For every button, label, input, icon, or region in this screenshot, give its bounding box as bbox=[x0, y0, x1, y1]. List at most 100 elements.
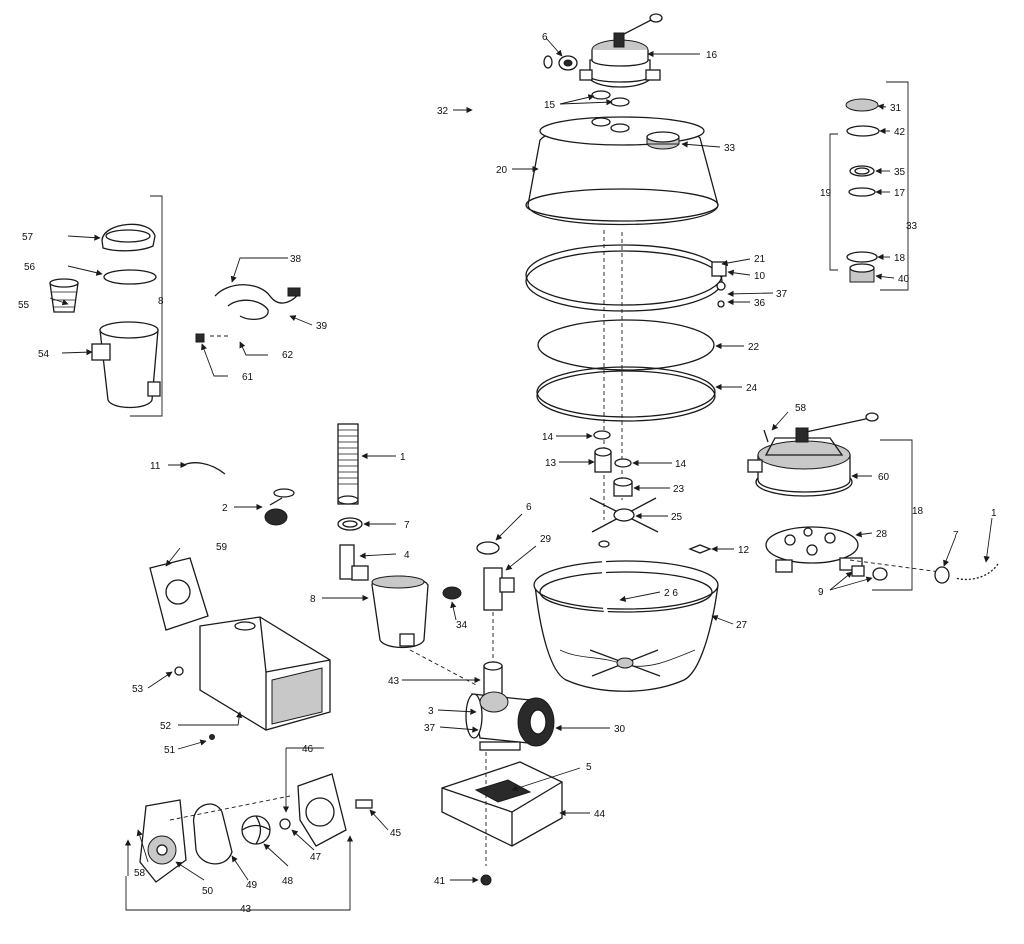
clamp-part-6-center bbox=[476, 541, 500, 555]
label-22: 22 bbox=[748, 342, 760, 353]
screw-part-53 bbox=[174, 666, 184, 676]
label-49: 49 bbox=[246, 880, 258, 891]
label-61: 61 bbox=[242, 372, 254, 383]
o-ring-part-15 bbox=[591, 90, 630, 107]
part-2 bbox=[264, 488, 295, 526]
elbow-part-4 bbox=[339, 544, 369, 581]
standpipe-part-26 bbox=[589, 540, 661, 677]
clamp-part-7-right bbox=[934, 566, 950, 584]
label-18-top: 18 bbox=[894, 253, 906, 264]
pump-body-part-3 bbox=[479, 691, 509, 713]
label-10: 10 bbox=[754, 271, 766, 282]
lateral-assembly-part-25 bbox=[589, 497, 659, 533]
hose-part-1-left bbox=[337, 423, 359, 505]
backwash-hose-part-32 bbox=[465, 55, 553, 245]
label-48: 48 bbox=[282, 876, 294, 887]
label-19: 19 bbox=[820, 188, 832, 199]
housing-gasket-part-49 bbox=[193, 803, 233, 865]
label-53: 53 bbox=[132, 684, 144, 695]
label-46: 46 bbox=[302, 744, 314, 755]
impeller-part-48 bbox=[241, 815, 271, 845]
pump-strainer-part-8 bbox=[371, 575, 429, 649]
strainer-pot-part-54 bbox=[91, 321, 161, 409]
power-cord-part-39 bbox=[214, 284, 301, 321]
bolt-part-41 bbox=[480, 874, 492, 886]
label-55: 55 bbox=[18, 300, 30, 311]
leader-lines bbox=[49, 37, 993, 884]
label-41: 41 bbox=[434, 876, 446, 887]
label-8-left: 8 bbox=[158, 296, 164, 307]
label-34: 34 bbox=[456, 620, 468, 631]
clip-part-61 bbox=[195, 333, 205, 343]
strainer-basket-part-55 bbox=[49, 278, 79, 313]
label-14-right: 14 bbox=[675, 459, 687, 470]
label-33-right: 33 bbox=[906, 221, 918, 232]
ring-part-35 bbox=[849, 165, 875, 177]
drain-plug-part-34 bbox=[442, 586, 462, 600]
label-45: 45 bbox=[390, 828, 402, 839]
o-ring-part-14-b bbox=[614, 458, 632, 468]
label-3: 3 bbox=[428, 706, 434, 717]
label-33-top: 33 bbox=[724, 143, 736, 154]
label-17: 17 bbox=[894, 188, 906, 199]
label-6-top: 6 bbox=[542, 32, 548, 43]
label-14-left: 14 bbox=[542, 432, 554, 443]
label-29: 29 bbox=[540, 534, 552, 545]
label-54: 54 bbox=[38, 349, 50, 360]
label-21: 21 bbox=[754, 254, 766, 265]
label-32: 32 bbox=[437, 106, 449, 117]
label-7-right: 7 bbox=[953, 530, 959, 541]
label-28: 28 bbox=[876, 529, 888, 540]
tank-o-ring-part-22 bbox=[537, 319, 715, 371]
motor-cover-part-52 bbox=[199, 616, 331, 731]
seal-plate-part-46 bbox=[297, 773, 347, 847]
valve-assembly-part-60 bbox=[747, 412, 879, 497]
label-27: 27 bbox=[736, 620, 748, 631]
seal-part-47 bbox=[279, 818, 291, 830]
fitting-part-40 bbox=[849, 263, 875, 283]
label-62: 62 bbox=[282, 350, 294, 361]
label-8-center: 8 bbox=[310, 594, 316, 605]
label-56: 56 bbox=[24, 262, 36, 273]
label-18-right: 18 bbox=[912, 506, 924, 517]
gasket-part-59 bbox=[149, 557, 209, 631]
strainer-lid-part-57 bbox=[101, 223, 156, 252]
label-12: 12 bbox=[738, 545, 750, 556]
label-58-bottom: 58 bbox=[134, 868, 146, 879]
label-42: 42 bbox=[894, 127, 906, 138]
valve-base-part-28 bbox=[765, 526, 863, 573]
fitting-part-9 bbox=[851, 565, 888, 581]
label-35: 35 bbox=[894, 167, 906, 178]
label-47: 47 bbox=[310, 852, 322, 863]
label-23: 23 bbox=[673, 484, 685, 495]
clamp-part-7-left bbox=[337, 517, 363, 531]
multiport-valve-part-16 bbox=[579, 13, 663, 88]
label-11: 11 bbox=[150, 461, 161, 472]
lateral-hub-part-23 bbox=[613, 477, 633, 497]
label-52: 52 bbox=[160, 721, 172, 732]
filter-tank-dome-part-20 bbox=[525, 116, 719, 226]
tee-fitting-part-29 bbox=[483, 567, 515, 611]
label-30: 30 bbox=[614, 724, 626, 735]
label-6-center: 6 bbox=[526, 502, 532, 513]
o-ring-part-17 bbox=[848, 187, 876, 197]
label-13: 13 bbox=[545, 458, 557, 469]
motor-base-part-44 bbox=[441, 761, 563, 847]
lid-part-31 bbox=[845, 98, 879, 112]
label-25: 25 bbox=[671, 512, 683, 523]
label-26: 2 6 bbox=[664, 588, 678, 599]
tank-clamp-band-part-21 bbox=[525, 244, 727, 312]
label-43-bottom: 43 bbox=[240, 904, 252, 915]
label-2: 2 bbox=[222, 503, 228, 514]
label-40: 40 bbox=[898, 274, 910, 285]
label-36: 36 bbox=[754, 298, 766, 309]
o-ring-part-42 bbox=[846, 125, 880, 137]
lid-o-ring-part-56 bbox=[103, 269, 157, 285]
plug-part-45 bbox=[355, 799, 373, 809]
label-43-center: 43 bbox=[388, 676, 400, 687]
label-59: 59 bbox=[216, 542, 228, 553]
screw-part-51 bbox=[209, 734, 215, 740]
label-1-right: 1 bbox=[991, 508, 997, 519]
label-16: 16 bbox=[706, 50, 718, 61]
